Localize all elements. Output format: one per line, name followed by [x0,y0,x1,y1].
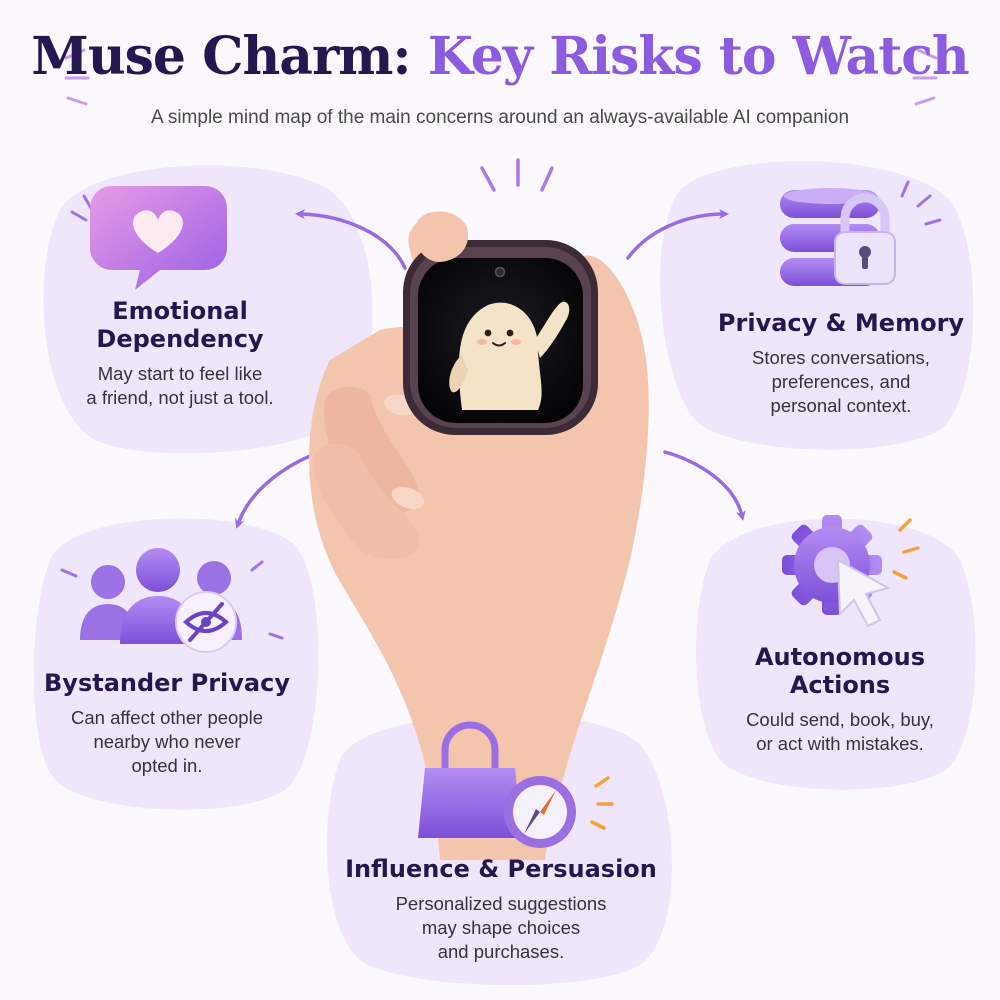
risk-node-autonomous-actions: Autonomous Actions Could send, book, buy… [716,643,964,756]
thumb [415,211,469,262]
risk-node-bystander-privacy: Bystander Privacy Can affect other peopl… [36,669,298,778]
risk-description-line: opted in. [131,754,203,776]
risk-title-line: Emotional [112,297,248,325]
risk-title-line: Actions [789,670,891,699]
page-title: Muse Charm: Key Risks to Watch [0,28,1000,85]
risk-description: Could send, book, buy, or act with mista… [716,708,964,756]
privacy-memory-blob [660,161,974,450]
risk-description: Personalized suggestions may shape choic… [340,892,662,964]
risk-description-line: preferences, and [771,370,911,392]
risk-description: May start to feel like a friend, not jus… [50,362,310,410]
risk-description-line: or act with mistakes. [756,732,924,754]
page-subtitle: A simple mind map of the main concerns a… [150,107,850,128]
risk-title: Influence & Persuasion [345,855,657,883]
risk-description-line: May start to feel like [97,362,263,384]
arrow-to-privacy-memory [626,209,729,260]
title-sparkles [64,48,938,106]
risk-description: Can affect other people nearby who never… [36,706,298,778]
device-sparkles [480,158,554,192]
risk-title: Bystander Privacy [44,669,290,697]
risk-title: Privacy & Memory [717,309,965,337]
people-hidden-eye-icon [60,548,284,653]
risk-node-influence-persuasion: Influence & Persuasion Personalized sugg… [340,855,662,964]
gear-cursor-icon [782,515,920,628]
risk-node-privacy-memory: Privacy & Memory Stores conversations, p… [700,309,982,418]
risk-title: Emotional Dependency [50,297,310,354]
shopping-bag-compass-icon [418,721,614,848]
risk-description-line: personal context. [770,394,912,416]
arrow-to-emotional-dependency [295,209,407,270]
risk-title: Autonomous Actions [716,643,964,700]
title-topic: Key Risks to Watch [427,26,970,87]
arrow-to-autonomous-actions [663,450,746,521]
risk-title-line: Autonomous [754,643,926,671]
risk-description-line: a friend, not just a tool. [86,386,274,408]
heart-chat-bubble-icon [70,186,227,290]
risk-description-line: Personalized suggestions [395,892,607,914]
mascot-character [449,301,570,410]
risk-title-line: Dependency [96,324,264,353]
muse-charm-device [403,240,598,435]
risk-description-line: Can affect other people [71,706,263,728]
title-product-name: Muse Charm: [31,26,411,87]
risk-description-line: nearby who never [93,730,241,752]
arrow-to-bystander-privacy [234,450,322,529]
risk-description-line: Could send, book, buy, [746,708,934,730]
risk-node-emotional-dependency: Emotional Dependency May start to feel l… [50,297,310,410]
autonomous-actions-blob [696,518,976,790]
risk-description-line: may shape choices [421,916,581,938]
risk-description: Stores conversations, preferences, and p… [700,346,982,418]
database-lock-icon [780,180,942,286]
risk-description-line: Stores conversations, [752,346,930,368]
risk-description-line: and purchases. [437,940,565,962]
